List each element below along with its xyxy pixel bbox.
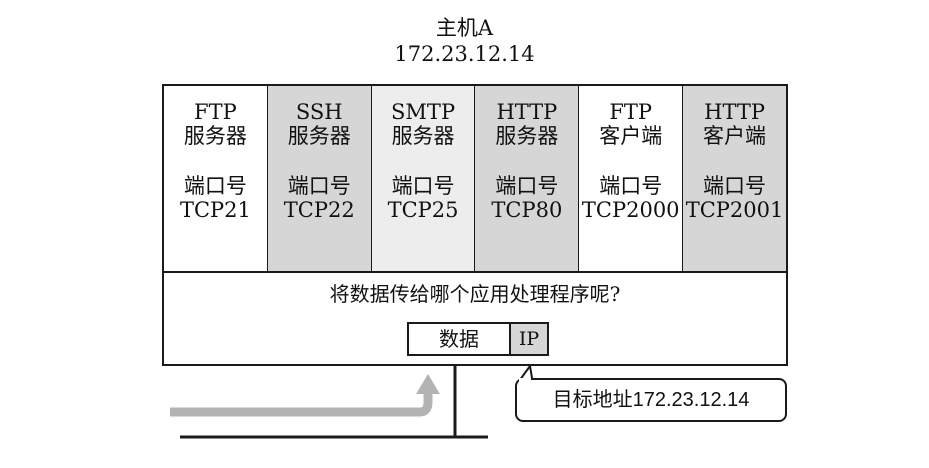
host-name: 主机A [435, 16, 494, 40]
packet: 数据 IP [407, 322, 549, 356]
port-number: TCP22 [283, 198, 355, 222]
app-role: 客户端 [703, 124, 767, 148]
app-cell-ftp-client: FTP 客户端 端口号 TCP2000 [579, 86, 684, 271]
applications-row: FTP 服务器 端口号 TCP21 SSH 服务器 端口号 TCP22 SMTP… [164, 86, 786, 273]
incoming-arrow [170, 392, 433, 417]
app-name: SMTP [391, 100, 456, 124]
port-label: 端口号 [703, 174, 767, 198]
app-role: 服务器 [287, 124, 351, 148]
packet-ip-header: IP [509, 324, 547, 354]
app-name: FTP [609, 100, 653, 124]
packet-data-label: 数据 [439, 327, 479, 351]
app-role: 服务器 [183, 124, 247, 148]
port-number: TCP25 [387, 198, 459, 222]
destination-address-callout: 目标地址172.23.12.14 [515, 378, 787, 422]
host-box: FTP 服务器 端口号 TCP21 SSH 服务器 端口号 TCP22 SMTP… [162, 84, 788, 366]
app-role: 服务器 [495, 124, 559, 148]
app-role: 服务器 [391, 124, 455, 148]
port-number: TCP2000 [581, 198, 680, 222]
question-text: 将数据传给哪个应用处理程序呢? [329, 282, 621, 306]
app-name: SSH [295, 100, 343, 124]
port-number: TCP21 [179, 198, 251, 222]
port-number: TCP2001 [685, 198, 784, 222]
app-name: FTP [194, 100, 237, 124]
app-role: 客户端 [599, 124, 663, 148]
port-label: 端口号 [391, 174, 455, 198]
app-cell-http-client: HTTP 客户端 端口号 TCP2001 [683, 86, 786, 271]
port-number: TCP80 [491, 198, 563, 222]
app-name: HTTP [496, 100, 558, 124]
port-label: 端口号 [287, 174, 351, 198]
port-label: 端口号 [183, 174, 247, 198]
arrow-head-icon [416, 374, 440, 394]
port-label: 端口号 [599, 174, 663, 198]
host-ip: 172.23.12.14 [394, 42, 535, 66]
app-cell-smtp-server: SMTP 服务器 端口号 TCP25 [371, 86, 476, 271]
app-cell-ssh-server: SSH 服务器 端口号 TCP22 [267, 86, 372, 271]
app-name: HTTP [704, 100, 765, 124]
app-cell-http-server: HTTP 服务器 端口号 TCP80 [475, 86, 580, 271]
port-label: 端口号 [495, 174, 559, 198]
app-cell-ftp-server: FTP 服务器 端口号 TCP21 [164, 86, 268, 271]
